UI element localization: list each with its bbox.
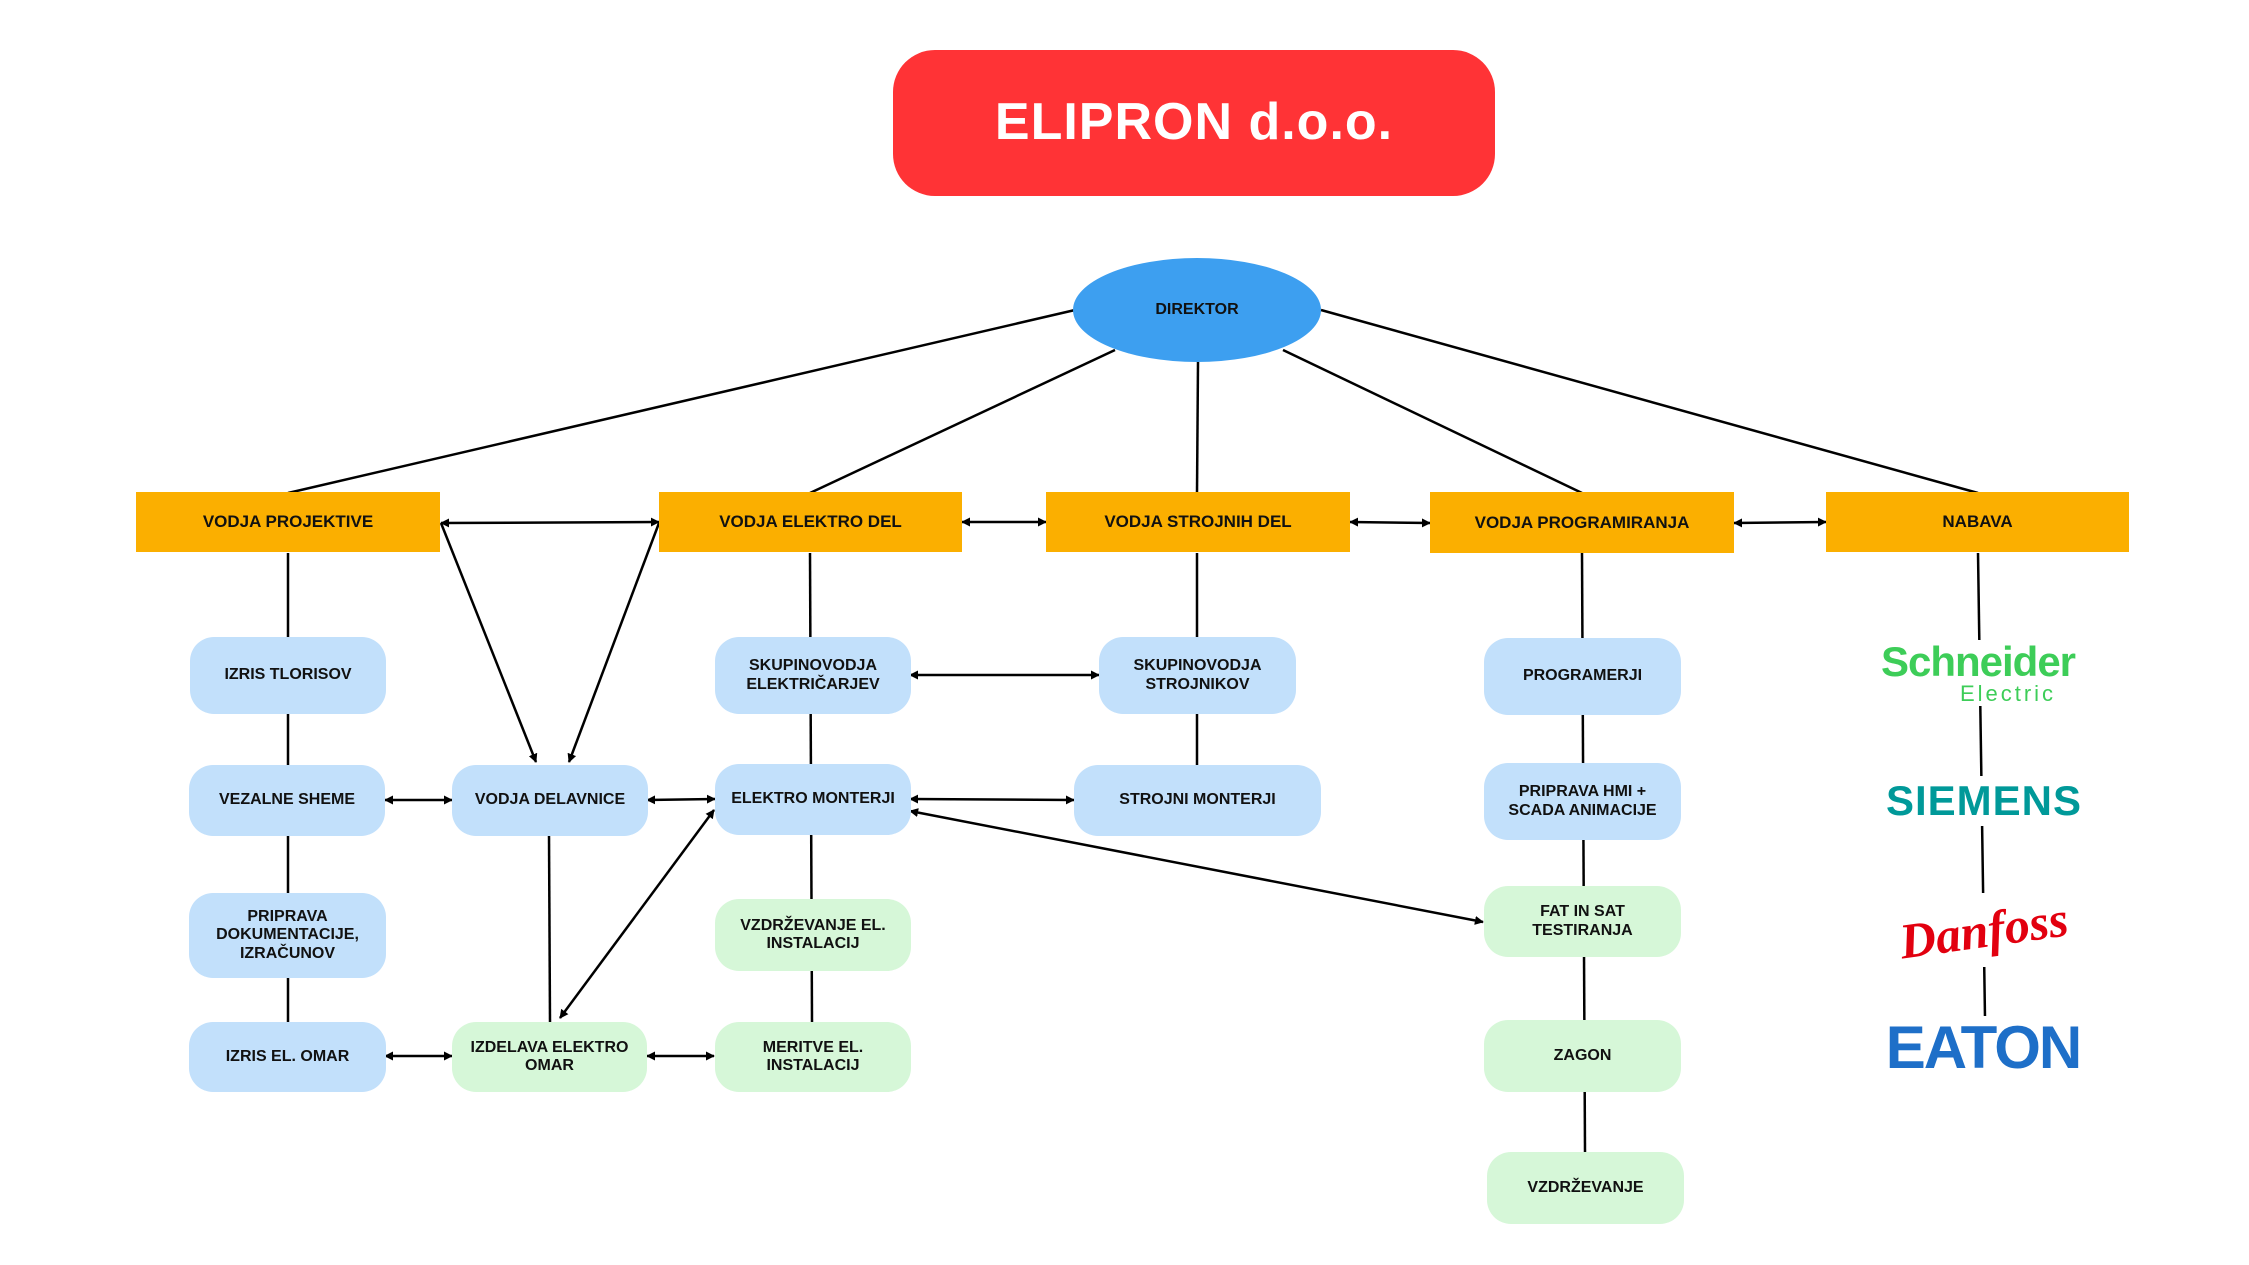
- node-label: ZAGON: [1553, 1046, 1612, 1064]
- node-label: PRIPRAVA DOKUMENTACIJE, IZRAČUNOV: [216, 907, 359, 962]
- node-elektro-monterji: ELEKTRO MONTERJI: [715, 764, 911, 835]
- siemens-logo-text: SIEMENS: [1885, 777, 2083, 824]
- company-title-text: ELIPRON d.o.o.: [994, 93, 1394, 152]
- node-vzdrzevanje-el-instalacij: VZDRŽEVANJE EL. INSTALACIJ: [715, 899, 911, 971]
- node-label: MERITVE EL. INSTALACIJ: [762, 1038, 864, 1074]
- dept-label: VODJA PROJEKTIVE: [202, 512, 374, 532]
- node-label: PRIPRAVA HMI + SCADA ANIMACIJE: [1508, 783, 1657, 819]
- node-vodja-delavnice: VODJA DELAVNICE: [452, 765, 648, 836]
- eaton-logo: EATON: [1880, 1016, 2086, 1080]
- node-skupinovodja-elektricarjev: SKUPINOVODJA ELEKTRIČARJEV: [715, 637, 911, 714]
- arrow-elektro-strojni-monterji: [909, 794, 1075, 805]
- schneider-logo-sub: Electric: [1959, 681, 2057, 706]
- node-label: SKUPINOVODJA ELEKTRIČARJEV: [746, 657, 880, 693]
- node-programerji: PROGRAMERJI: [1484, 638, 1681, 715]
- arrow-programiranje-nabava: [1733, 517, 1827, 528]
- node-skupinovodja-strojnikov: SKUPINOVODJA STROJNIKOV: [1099, 637, 1296, 714]
- node-fat-sat-testiranja: FAT IN SAT TESTIRANJA: [1484, 886, 1681, 957]
- connector-director-strojni: [1195, 361, 1200, 494]
- node-label: IZRIS TLORISOV: [224, 666, 352, 684]
- connector-director-nabava: [1320, 308, 1979, 495]
- node-label: ELEKTRO MONTERJI: [731, 790, 895, 808]
- node-meritve-el-instalacij: MERITVE EL. INSTALACIJ: [715, 1022, 911, 1092]
- node-label: VZDRŽEVANJE: [1527, 1178, 1644, 1196]
- danfoss-logo: Danfoss: [1884, 890, 2084, 970]
- arrow-projektiva-delavnica: [439, 522, 538, 763]
- dept-vodja-projektive: VODJA PROJEKTIVE: [136, 492, 440, 552]
- connector-delavnica-column: [547, 834, 552, 1023]
- dept-vodja-elektro-del: VODJA ELEKTRO DEL: [659, 492, 962, 552]
- arrow-elektro-delavnica: [567, 522, 661, 763]
- schneider-logo-main: Schneider: [1880, 638, 2076, 685]
- node-label: VODJA DELAVNICE: [474, 791, 626, 809]
- company-title: ELIPRON d.o.o.: [893, 50, 1495, 196]
- node-vzdrzevanje: VZDRŽEVANJE: [1487, 1152, 1684, 1224]
- node-priprava-hmi: PRIPRAVA HMI + SCADA ANIMACIJE: [1484, 763, 1681, 840]
- dept-label: VODJA STROJNIH DEL: [1104, 512, 1292, 532]
- node-izris-el-omar: IZRIS EL. OMAR: [189, 1022, 386, 1092]
- arrow-strojni-programiranje: [1349, 517, 1431, 528]
- siemens-logo: SIEMENS: [1884, 776, 2084, 826]
- node-label: STROJNI MONTERJI: [1119, 791, 1276, 809]
- node-label: IZDELAVA ELEKTRO OMAR: [470, 1038, 629, 1074]
- dept-label: NABAVA: [1942, 512, 2013, 532]
- eaton-logo-text: EATON: [1885, 1014, 2082, 1081]
- dept-label: VODJA PROGRAMIRANJA: [1474, 512, 1690, 532]
- node-izris-tlorisov: IZRIS TLORISOV: [190, 637, 386, 714]
- node-zagon: ZAGON: [1484, 1020, 1681, 1092]
- dept-vodja-programiranja: VODJA PROGRAMIRANJA: [1430, 492, 1734, 553]
- node-izdelava-elektro-omar: IZDELAVA ELEKTRO OMAR: [452, 1022, 647, 1092]
- director-label: DIREKTOR: [1155, 300, 1239, 318]
- node-label: VZDRŽEVANJE EL. INSTALACIJ: [740, 916, 886, 952]
- connector-director-elektro: [809, 348, 1116, 495]
- node-label: PROGRAMERJI: [1522, 667, 1643, 685]
- arrow-monterji-fat: [909, 808, 1484, 925]
- dept-label: VODJA ELEKTRO DEL: [719, 512, 902, 532]
- arrow-monterji-izdelava: [558, 809, 716, 1019]
- node-label: IZRIS EL. OMAR: [225, 1047, 350, 1065]
- node-label: SKUPINOVODJA STROJNIKOV: [1133, 657, 1262, 693]
- connector-director-programiranje: [1282, 348, 1583, 495]
- node-vezalne-sheme: VEZALNE SHEME: [189, 765, 385, 836]
- node-strojni-monterji: STROJNI MONTERJI: [1074, 765, 1321, 836]
- director-node: DIREKTOR: [1073, 258, 1321, 362]
- node-priprava-dokumentacije: PRIPRAVA DOKUMENTACIJE, IZRAČUNOV: [189, 893, 386, 978]
- node-label: FAT IN SAT TESTIRANJA: [1532, 903, 1633, 939]
- dept-vodja-strojnih-del: VODJA STROJNIH DEL: [1046, 492, 1350, 552]
- arrow-delavnica-monterji: [646, 794, 716, 805]
- node-label: VEZALNE SHEME: [218, 791, 355, 809]
- schneider-electric-logo: Schneider Electric: [1872, 640, 2084, 706]
- connector-director-projektiva: [287, 308, 1076, 495]
- dept-nabava: NABAVA: [1826, 492, 2129, 552]
- danfoss-logo-text: Danfoss: [1896, 890, 2072, 970]
- arrow-projektiva-elektro: [440, 517, 660, 528]
